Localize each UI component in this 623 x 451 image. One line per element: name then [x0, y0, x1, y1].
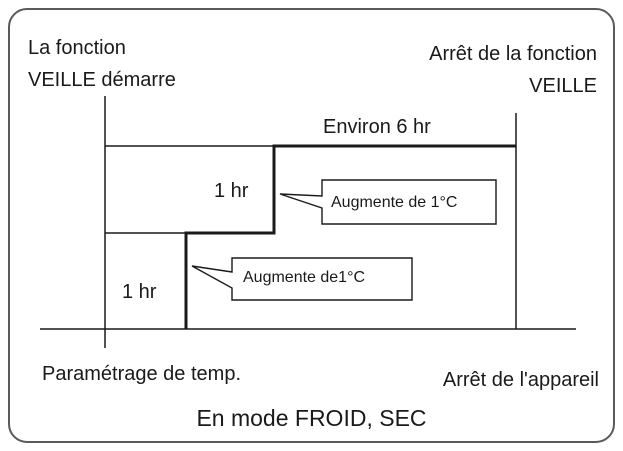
- diagram-border: [8, 8, 615, 443]
- mode-caption: En mode FROID, SEC: [196, 405, 427, 431]
- callout-box-step1: [191, 257, 413, 301]
- unit-off-label: Arrêt de l'appareil: [442, 369, 599, 391]
- temp-setting-label: Paramétrage de temp.: [42, 363, 241, 385]
- stop-label-line2: VEILLE: [529, 75, 597, 97]
- temperature-step-profile: [184, 144, 516, 329]
- duration-label: Environ 6 hr: [323, 116, 431, 138]
- step2-duration-label: 1 hr: [214, 180, 249, 202]
- start-label-line2: VEILLE démarre: [28, 69, 176, 91]
- step1-duration-label: 1 hr: [122, 281, 157, 303]
- start-label-line1: La fonction: [28, 37, 126, 59]
- step2-callout-text: Augmente de 1°C: [331, 194, 458, 211]
- callout-box-step2: [279, 179, 497, 225]
- step1-callout-text: Augmente de1°C: [243, 269, 366, 286]
- stop-label-line1: Arrêt de la fonction: [429, 43, 597, 65]
